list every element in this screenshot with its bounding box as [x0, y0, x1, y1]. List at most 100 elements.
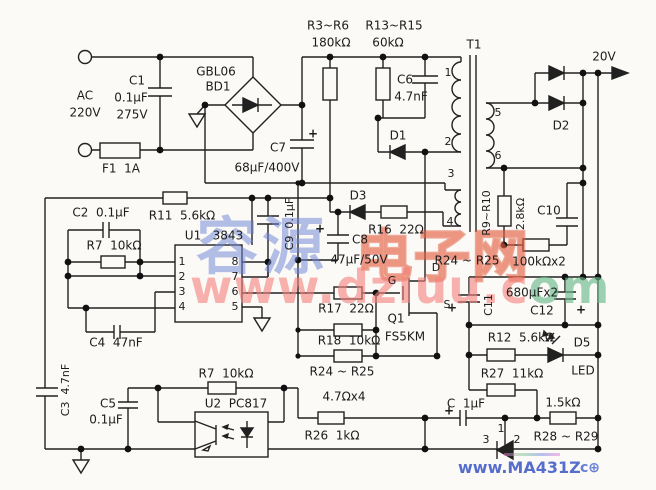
ground-icon-bottom — [71, 449, 91, 475]
resistor-r13-r15 — [375, 67, 391, 101]
label-t1-pin2: 2 — [444, 135, 452, 149]
resistor-r18 — [333, 323, 363, 337]
label-c5-name: C5 — [99, 396, 117, 411]
resistor-r26 — [317, 411, 345, 425]
label-c2: C2 0.1μF — [72, 205, 130, 220]
label-q1-source: S — [443, 298, 451, 312]
label-ac: AC — [76, 88, 94, 103]
label-680uf: 680μFx2 — [505, 285, 559, 300]
cap-c-1uf — [459, 410, 467, 426]
cap-c9 — [257, 215, 279, 225]
resistor-r12 — [486, 348, 516, 362]
label-c6-value: 4.7nF — [394, 89, 428, 104]
resistor-r17 — [333, 286, 363, 300]
label-u1-pin7: 7 — [231, 270, 239, 284]
label-r27: R27 11kΩ — [480, 366, 544, 381]
resistor-r7a — [100, 255, 126, 269]
cap-c5 — [118, 401, 138, 409]
opto-u2-outline — [194, 411, 269, 458]
cap-c3 — [36, 387, 58, 397]
label-tl431-pin3: 3 — [482, 433, 490, 447]
label-c4: C4 47nF — [89, 335, 143, 350]
label-c7-plus: + — [307, 126, 319, 141]
label-q1-gate: G — [387, 274, 397, 288]
label-c5-value: 0.1μF — [89, 412, 123, 427]
label-r11: R11 5.6kΩ — [148, 208, 216, 223]
label-u1-pin5: 5 — [231, 300, 239, 314]
label-r24-r25-lower: R24 ~ R25 — [309, 364, 375, 379]
ground-icon-u1 — [252, 317, 272, 333]
label-bd1-model: GBL06 — [196, 64, 236, 79]
cap-c12 — [554, 291, 576, 300]
ic-u1-outline — [174, 244, 243, 323]
resistor-r24-r25 — [333, 349, 363, 363]
label-c7-value: 68μF/400V — [234, 160, 300, 175]
label-ac-voltage: 220V — [69, 105, 101, 120]
label-c9: C9 0.1μF — [283, 197, 297, 251]
label-d5: D5 — [573, 335, 591, 350]
label-bd1-name: BD1 — [205, 79, 231, 94]
label-d2: D2 — [552, 118, 570, 133]
label-t1: T1 — [466, 37, 482, 52]
opto-u2-internals — [194, 420, 255, 452]
led-d5 — [547, 346, 565, 364]
label-tl431-pin1: 1 — [497, 422, 505, 436]
label-r13-r15-value: 60kΩ — [372, 35, 404, 50]
fuse-f1 — [99, 142, 141, 159]
label-u1-pin4: 4 — [178, 300, 186, 314]
resistor-r16 — [380, 205, 408, 219]
label-r26: R26 1kΩ — [304, 428, 360, 443]
label-r24-r25-upper: R24 ~ R25 — [434, 253, 500, 268]
label-c7-name: C7 — [269, 140, 287, 155]
diode-d1 — [388, 143, 406, 161]
label-c11-plus: + — [446, 300, 458, 315]
label-c8-plus: + — [314, 221, 326, 236]
label-u1-pin8: 8 — [231, 255, 239, 269]
label-u2: U2 PC817 — [204, 396, 268, 411]
ground-icon-bridge — [187, 113, 207, 129]
label-r28-r29: R28 ~ R29 — [533, 429, 599, 444]
label-t1-pin6: 6 — [494, 149, 502, 163]
label-q1-type: FS5KM — [384, 329, 426, 344]
diode-d2-lower — [548, 94, 566, 112]
resistor-r11 — [162, 191, 188, 205]
label-d1: D1 — [389, 128, 407, 143]
resistor-r28-r29 — [549, 411, 577, 425]
label-c10: C10 — [537, 203, 561, 218]
cap-c2 — [102, 222, 110, 238]
label-c6-name: C6 — [396, 72, 414, 87]
resistor-r3-r6 — [322, 67, 338, 101]
label-u1-pin2: 2 — [178, 270, 186, 284]
label-q1-name: Q1 — [387, 311, 405, 326]
bridge-diode-icon — [242, 96, 260, 114]
label-u1: U1 3843 — [184, 228, 244, 243]
cap-c4 — [113, 325, 121, 339]
label-r16: R16 22Ω — [368, 222, 424, 237]
aux-winding — [454, 189, 462, 227]
label-2k8: 2.8kΩ — [514, 197, 528, 231]
label-c12-plus: + — [575, 302, 587, 317]
ac-terminal-top — [77, 49, 93, 65]
bridge-bd1 — [224, 76, 282, 134]
transformer-t1 — [451, 55, 496, 232]
label-u1-pin1: 1 — [178, 255, 186, 269]
resistor-r9-r10 — [497, 195, 512, 227]
label-t1-pin5: 5 — [494, 106, 502, 120]
mosfet-q1 — [402, 278, 410, 316]
resistor-r7b — [207, 381, 237, 395]
label-u1-pin6: 6 — [231, 285, 239, 299]
label-r7-upper: R7 10kΩ — [86, 238, 142, 253]
label-c1-value: 0.1μF — [114, 90, 148, 105]
label-c11: C11 — [482, 294, 496, 316]
label-c1-voltage: 275V — [116, 107, 148, 122]
label-u1-pin3: 3 — [178, 285, 186, 299]
label-c-plus: + — [443, 403, 455, 418]
diode-d2-upper — [548, 64, 566, 82]
label-r9-r10: R9~R10 — [480, 190, 494, 236]
diode-d3 — [348, 203, 366, 221]
label-c8-name: C8 — [351, 232, 369, 247]
resistor-r27 — [486, 383, 516, 397]
cap-c10 — [556, 217, 578, 227]
